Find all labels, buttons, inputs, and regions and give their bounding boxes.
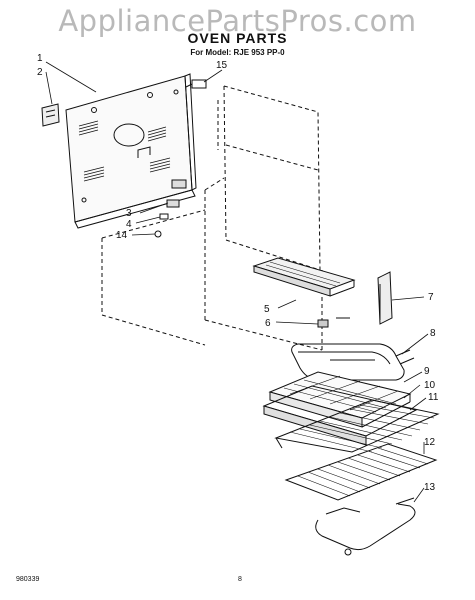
- callout-12: 12: [424, 437, 436, 448]
- oven-rack-upper: [274, 399, 440, 453]
- clip: [159, 213, 169, 220]
- callout-4: 4: [126, 219, 132, 230]
- watermark: AppliancePartsPros.com: [58, 4, 417, 38]
- callout-2: 2: [37, 67, 43, 78]
- callout-15: 15: [216, 60, 228, 71]
- leader-lines: [45, 61, 429, 503]
- callout-14: 14: [116, 230, 128, 241]
- callout-5: 5: [264, 304, 270, 315]
- callout-6: 6: [265, 318, 271, 329]
- rear-panel: [65, 73, 197, 229]
- side-panel: [377, 271, 393, 325]
- vent-tube: [185, 79, 207, 89]
- callout-1: 1: [37, 53, 43, 64]
- clip-fastener: [317, 317, 350, 328]
- bracket: [166, 199, 180, 208]
- document-number: 980339: [16, 576, 40, 583]
- callout-3: 3: [126, 208, 132, 219]
- broiler-pan: [262, 371, 418, 446]
- callout-7: 7: [428, 292, 434, 303]
- page-title: OVEN PARTS: [187, 30, 288, 46]
- model-line: For Model: RJE 953 PP-0: [190, 48, 285, 57]
- screw: [154, 230, 162, 238]
- bottom-tray: [252, 257, 356, 297]
- callout-labels: 1 2 3 4 5 6 7 8 9 10 11 12 13 14 15: [37, 53, 439, 493]
- broil-element: [315, 497, 416, 556]
- bake-element: [291, 343, 415, 381]
- page-number: 8: [238, 576, 242, 583]
- cover-plate: [41, 103, 60, 127]
- callout-13: 13: [424, 482, 436, 493]
- callout-8: 8: [430, 328, 436, 339]
- callout-10: 10: [424, 380, 436, 391]
- callout-11: 11: [428, 392, 439, 403]
- callout-9: 9: [424, 366, 430, 377]
- oven-rack-lower: [284, 443, 438, 501]
